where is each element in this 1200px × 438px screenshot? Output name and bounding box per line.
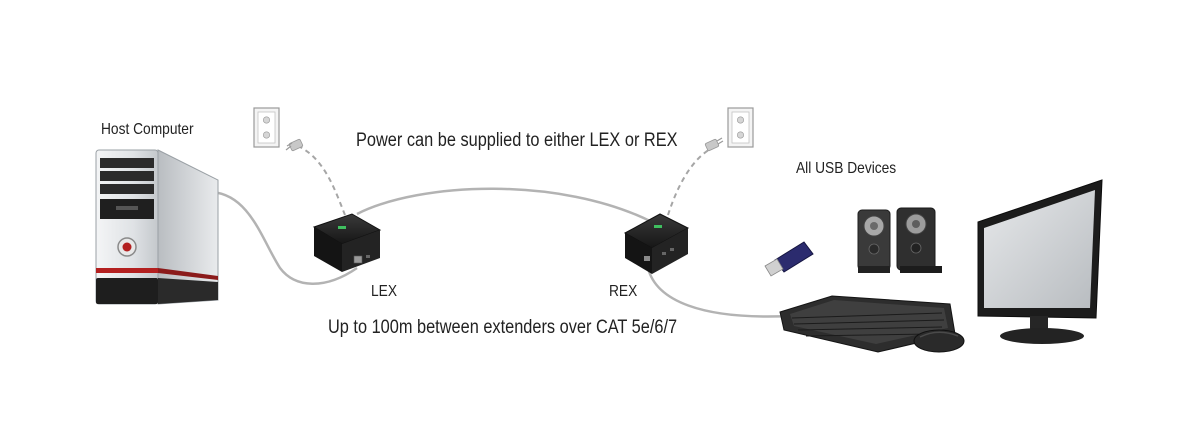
lex-power-cable [299, 146, 346, 216]
lex-label: LEX [371, 283, 398, 300]
rex-power-cable [667, 147, 713, 216]
usb-devices-label: All USB Devices [796, 160, 897, 177]
extender-icon [312, 213, 382, 272]
distance-note-label: Up to 100m between extenders over CAT 5e… [328, 317, 678, 338]
mouse-icon [913, 329, 965, 353]
rex-label: REX [609, 283, 638, 300]
power-plug-icon [285, 138, 304, 152]
keyboard-icon [779, 295, 956, 353]
power-note-label: Power can be supplied to either LEX or R… [356, 130, 678, 151]
usb-stick-icon [764, 241, 814, 277]
host-to-lex-cable [211, 190, 358, 285]
cat5-link-cable [356, 187, 653, 224]
extender-icon [623, 213, 690, 274]
monitor-icon [977, 179, 1103, 344]
host-computer-label: Host Computer [101, 121, 194, 138]
rex-to-keyboard-cable [646, 267, 791, 318]
wall-outlet-icon [727, 107, 754, 148]
wall-outlet-icon [253, 107, 280, 148]
computer-tower-icon [95, 149, 219, 305]
speaker-icon [857, 209, 891, 273]
power-plug-icon [704, 137, 724, 152]
speaker-icon [896, 207, 942, 273]
